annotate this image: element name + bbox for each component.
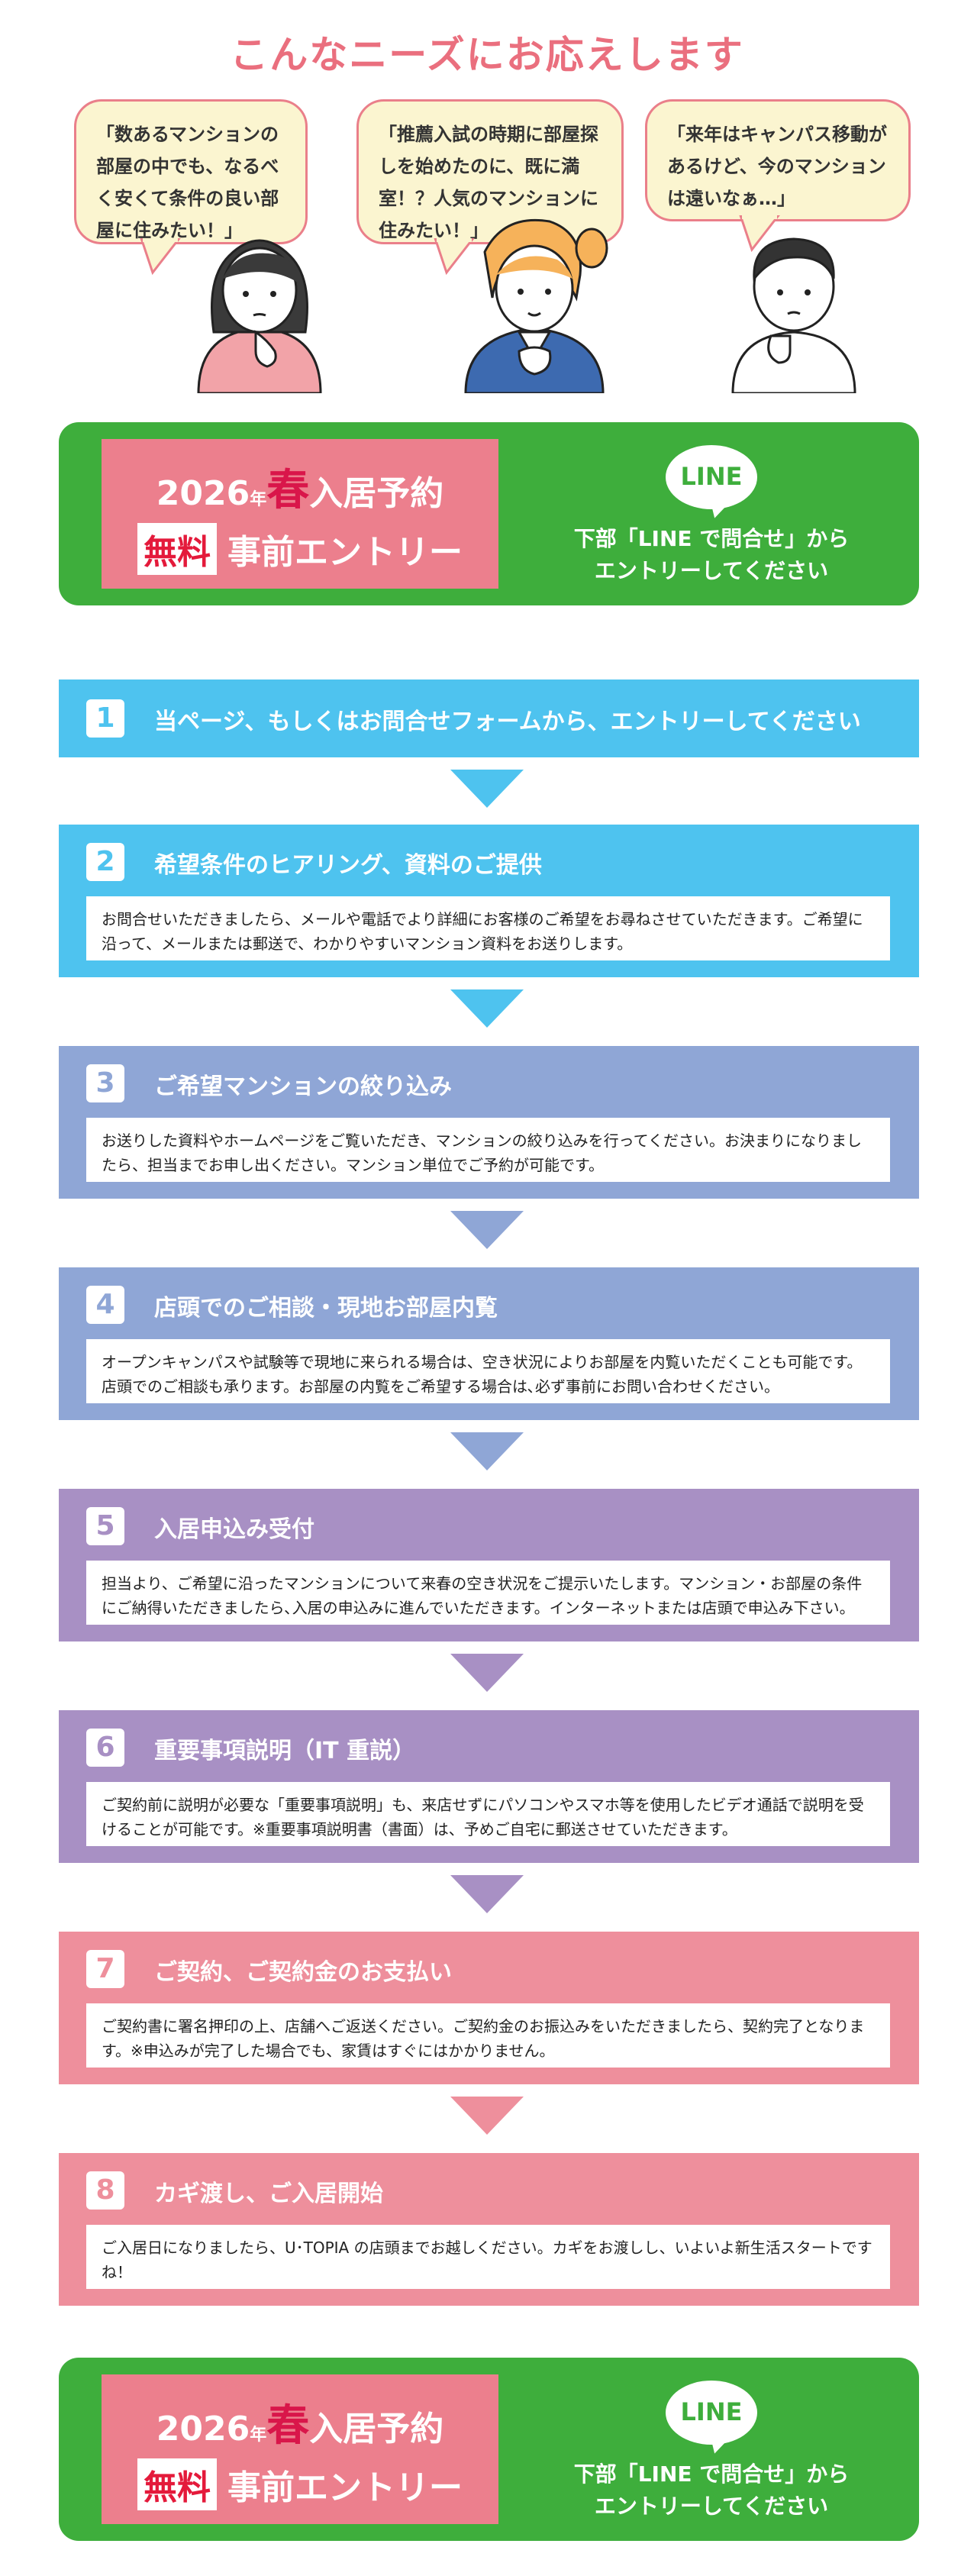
free-badge: 無料: [137, 2458, 217, 2510]
entry-banner-headline: 2026年春入居予約: [102, 2391, 498, 2453]
entry-banner-subline: 無料事前エントリー: [102, 523, 498, 575]
step-arrow-6: [450, 1875, 524, 1913]
speech-bubble-3-text: 「来年はキャンパス移動があるけど、今のマンションは遠いなぁ…」: [667, 124, 887, 209]
step-title: 当ページ、もしくはお問合せフォームから、エントリーしてください: [154, 709, 861, 735]
step-1: 1 当ページ、もしくはお問合せフォームから、エントリーしてください: [59, 680, 919, 757]
step-title: 入居申込み受付: [154, 1516, 314, 1543]
pre-entry-text: 事前エントリー: [227, 533, 463, 572]
step-arrow-7: [450, 2097, 524, 2135]
entry-nen: 年: [250, 2426, 267, 2445]
entry-banner-bottom[interactable]: 2026年春入居予約 無料事前エントリー LINE 下部「LINE で問合せ」か…: [59, 2358, 919, 2541]
woman-orange-hair-illustration: [464, 218, 608, 393]
step-description: ご契約前に説明が必要な「重要事項説明」も、来店せずにパソコンやスマホ等を使用した…: [86, 1782, 890, 1846]
step-description: 担当より、ご希望に沿ったマンションについて来春の空き状況をご提示いたします。マン…: [86, 1561, 890, 1625]
entry-haru: 春: [266, 2401, 310, 2451]
line-logo-icon[interactable]: [666, 2381, 757, 2445]
woman-dark-hair-illustration: [197, 239, 322, 393]
entry-year: 2026: [156, 474, 250, 513]
speech-bubble-2-tail: [434, 238, 475, 276]
speech-bubble-3: 「来年はキャンパス移動があるけど、今のマンションは遠いなぁ…」: [645, 99, 911, 221]
needs-heading: こんなニーズにお応えします: [230, 33, 744, 77]
step-arrow-2: [450, 989, 524, 1028]
step-title: ご契約、ご契約金のお支払い: [154, 1959, 452, 1986]
speech-bubble-3-tail: [739, 215, 780, 253]
line-instruction-1: 下部「LINE で問合せ」から: [573, 2461, 850, 2487]
entry-nyukyo: 入居予約: [309, 2410, 444, 2448]
step-number: 2: [86, 843, 124, 881]
step-8: 8 カギ渡し、ご入居開始 ご入居日になりましたら、U･TOPIA の店頭までお越…: [59, 2153, 919, 2306]
speech-bubble-1-text: 「数あるマンションの部屋の中でも、なるべく安くて条件の良い部屋に住みたい！」: [96, 124, 279, 241]
speech-bubble-2-text: 「推薦入試の時期に部屋探しを始めたのに、既に満室！？人気のマンションに住みたい！…: [379, 124, 598, 241]
entry-banner-top[interactable]: 2026年春入居予約 無料事前エントリー LINE 下部「LINE で問合せ」か…: [59, 422, 919, 605]
line-logo-tail: [705, 499, 728, 521]
step-description: オープンキャンパスや試験等で現地に来られる場合は、空き状況によりお部屋を内覧いた…: [86, 1339, 890, 1403]
line-instruction-2: エントリーしてください: [594, 2494, 829, 2519]
speech-bubble-2: 「推薦入試の時期に部屋探しを始めたのに、既に満室！？人気のマンションに住みたい！…: [356, 99, 624, 244]
entry-banner-pink-box: 2026年春入居予約 無料事前エントリー: [102, 439, 498, 589]
man-illustration: [731, 237, 856, 393]
step-description: ご入居日になりましたら、U･TOPIA の店頭までお越しください。カギをお渡しし…: [86, 2225, 890, 2289]
step-number: 3: [86, 1064, 124, 1102]
step-5: 5 入居申込み受付 担当より、ご希望に沿ったマンションについて来春の空き状況をご…: [59, 1489, 919, 1641]
step-number: 5: [86, 1507, 124, 1545]
step-3: 3 ご希望マンションの絞り込み お送りした資料やホームページをご覧いただき、マン…: [59, 1046, 919, 1199]
entry-banner-subline: 無料事前エントリー: [102, 2458, 498, 2510]
step-number: 7: [86, 1950, 124, 1988]
entry-year: 2026: [156, 2410, 250, 2448]
entry-banner-pink-box: 2026年春入居予約 無料事前エントリー: [102, 2374, 498, 2524]
speech-bubble-1: 「数あるマンションの部屋の中でも、なるべく安くて条件の良い部屋に住みたい！」: [74, 99, 308, 244]
line-instruction: 下部「LINE で問合せ」から エントリーしてください: [547, 2458, 876, 2523]
speech-bubble-1-tail: [140, 238, 181, 276]
step-number: 6: [86, 1729, 124, 1767]
entry-nen: 年: [250, 490, 267, 509]
line-instruction: 下部「LINE で問合せ」から エントリーしてください: [547, 523, 876, 587]
step-number: 4: [86, 1286, 124, 1324]
entry-banner-headline: 2026年春入居予約: [102, 456, 498, 518]
step-title: カギ渡し、ご入居開始: [154, 2181, 383, 2207]
pre-entry-text: 事前エントリー: [227, 2468, 463, 2507]
step-arrow-3: [450, 1211, 524, 1249]
line-instruction-2: エントリーしてください: [594, 558, 829, 583]
step-7: 7 ご契約、ご契約金のお支払い ご契約書に署名押印の上、店舗へご返送ください。ご…: [59, 1932, 919, 2084]
step-title: 店頭でのご相談・現地お部屋内覧: [154, 1295, 498, 1322]
step-number: 1: [86, 699, 124, 738]
step-arrow-4: [450, 1432, 524, 1470]
step-4: 4 店頭でのご相談・現地お部屋内覧 オープンキャンパスや試験等で現地に来られる場…: [59, 1267, 919, 1420]
line-logo-text: LINE: [680, 2397, 743, 2426]
step-arrow-1: [450, 770, 524, 808]
step-description: ご契約書に署名押印の上、店舗へご返送ください。ご契約金のお振込みをいただきました…: [86, 2003, 890, 2068]
entry-nyukyo: 入居予約: [309, 474, 444, 513]
step-6: 6 重要事項説明（IT 重説） ご契約前に説明が必要な「重要事項説明」も、来店せ…: [59, 1710, 919, 1863]
line-instruction-1: 下部「LINE で問合せ」から: [573, 526, 850, 551]
entry-haru: 春: [266, 466, 310, 515]
step-title: ご希望マンションの絞り込み: [154, 1073, 452, 1100]
line-logo-text: LINE: [680, 462, 743, 491]
step-2: 2 希望条件のヒアリング、資料のご提供 お問合せいただきましたら、メールや電話で…: [59, 825, 919, 977]
free-badge: 無料: [137, 523, 217, 575]
line-logo-tail: [705, 2435, 728, 2456]
line-logo-icon[interactable]: [666, 445, 757, 509]
step-number: 8: [86, 2171, 124, 2210]
step-arrow-5: [450, 1654, 524, 1692]
step-description: お問合せいただきましたら、メールや電話でより詳細にお客様のご希望をお尋ねさせてい…: [86, 896, 890, 960]
step-description: お送りした資料やホームページをご覧いただき、マンションの絞り込みを行ってください…: [86, 1118, 890, 1182]
step-title: 重要事項説明（IT 重説）: [154, 1738, 416, 1764]
step-title: 希望条件のヒアリング、資料のご提供: [154, 852, 542, 879]
